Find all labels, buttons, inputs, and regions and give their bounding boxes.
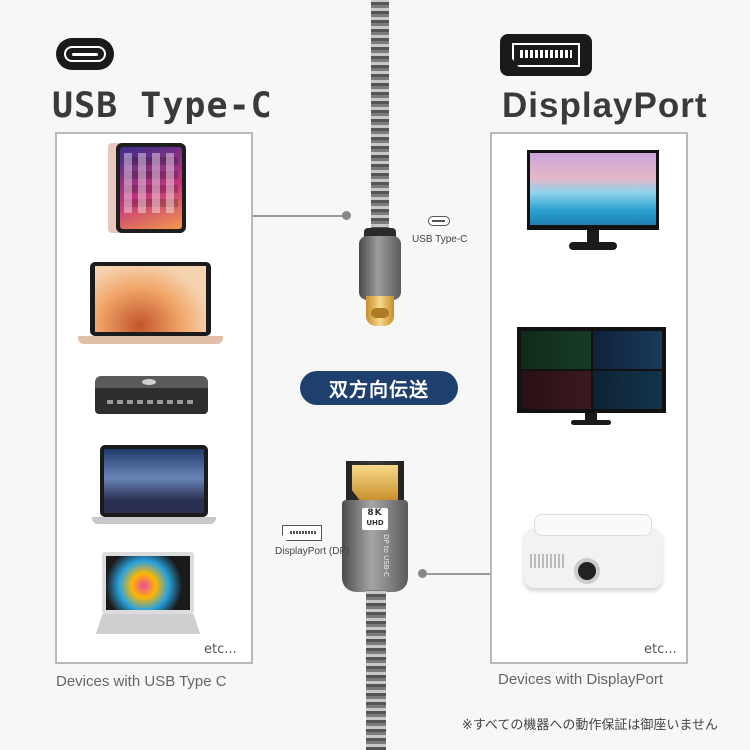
connector-side-text: DP to USB-C — [382, 534, 390, 577]
displayport-connector-body: 8K UHD DP to USB-C — [342, 500, 408, 592]
displayport-heading: DisplayPort — [502, 86, 708, 125]
laptop-icon — [96, 552, 200, 636]
8k-badge-text: 8K — [367, 508, 383, 518]
usb-c-devices-caption: Devices with USB Type C — [56, 673, 227, 690]
usb-c-connector — [359, 228, 401, 300]
usb-c-connector-line — [253, 215, 345, 217]
projector-icon — [524, 510, 664, 602]
monitor-icon — [527, 150, 659, 254]
etc-label: etc... — [204, 642, 237, 657]
uhd-badge-text: UHD — [366, 519, 384, 527]
laptop-icon — [78, 262, 223, 346]
displayport-connector-dot — [418, 569, 427, 578]
compatibility-note: ※すべての機器への動作保証は御座いません — [461, 718, 718, 733]
usb-c-port-icon — [56, 38, 114, 70]
cable-bottom-braid — [366, 590, 386, 750]
laptop-icon — [92, 445, 216, 525]
usb-c-connector-dot — [342, 211, 351, 220]
mini-desktop-icon — [95, 376, 208, 414]
usb-c-plug — [366, 296, 394, 326]
displayport-connector-line — [426, 573, 490, 575]
displayport-cable-label: DisplayPort (DP) — [275, 546, 350, 557]
displayport-mini-icon — [282, 525, 322, 541]
displayport-port-icon — [500, 34, 592, 76]
displayport-devices-caption: Devices with DisplayPort — [498, 671, 664, 688]
displayport-plug — [346, 461, 404, 507]
cable-top-braid — [371, 0, 389, 230]
bidirectional-badge: 双方向伝送 — [300, 371, 458, 405]
etc-label: etc... — [644, 642, 677, 657]
usb-c-cable-label: USB Type-C — [412, 234, 468, 245]
usb-c-mini-icon — [428, 216, 450, 226]
usb-c-heading: USB Type-C — [52, 86, 273, 126]
tablet-icon — [108, 143, 186, 233]
monitor-icon — [517, 327, 666, 427]
